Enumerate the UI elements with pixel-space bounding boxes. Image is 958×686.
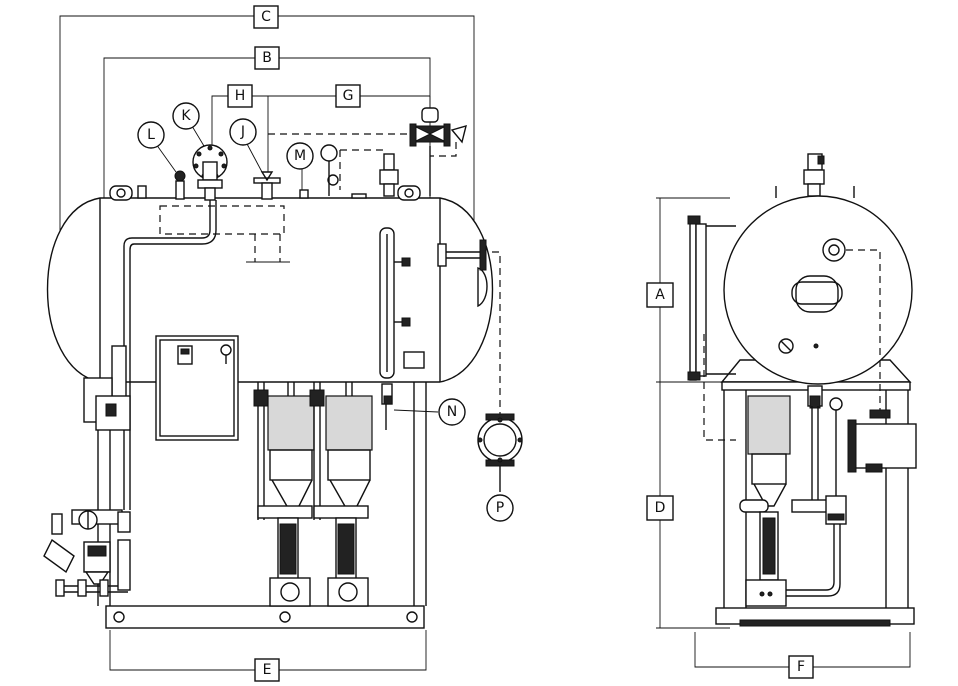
callout-label-l: L bbox=[147, 127, 155, 143]
dimension-label-h: H bbox=[235, 88, 246, 104]
valve-l bbox=[174, 170, 186, 200]
front-view: C B H G bbox=[43, 5, 523, 682]
support-frame bbox=[97, 382, 427, 629]
dimension-label-d: D bbox=[655, 500, 666, 516]
callout-p: P bbox=[486, 494, 514, 522]
dimension-g: G bbox=[268, 84, 431, 115]
side-discharge-piping bbox=[791, 385, 847, 525]
callout-m: M bbox=[286, 142, 314, 190]
dimension-label-c: C bbox=[261, 9, 271, 25]
callout-label-j: J bbox=[240, 124, 245, 140]
dimension-label-g: G bbox=[343, 88, 354, 104]
makeup-water-piping bbox=[43, 345, 131, 597]
dimension-label-f: F bbox=[797, 659, 805, 675]
feed-pump-2 bbox=[309, 382, 373, 607]
side-overflow-tee bbox=[847, 409, 917, 473]
side-relief-valve bbox=[775, 153, 855, 198]
feed-pump-1 bbox=[253, 382, 315, 607]
callout-label-m: M bbox=[294, 148, 306, 164]
callout-label-p: P bbox=[496, 500, 504, 516]
callout-k: K bbox=[172, 102, 205, 147]
side-view: A D F bbox=[646, 153, 917, 679]
callout-j: J bbox=[229, 118, 263, 173]
callout-label-k: K bbox=[181, 108, 191, 124]
dimension-f: F bbox=[694, 632, 911, 679]
dimension-d: D bbox=[646, 382, 730, 629]
drain-valve-n bbox=[381, 383, 439, 430]
level-control-valve bbox=[268, 107, 467, 196]
callout-label-n: N bbox=[447, 404, 457, 420]
side-feed-pump bbox=[739, 395, 841, 607]
dimension-c: C bbox=[59, 5, 475, 250]
vent-j bbox=[253, 171, 281, 200]
dimension-label-a: A bbox=[655, 287, 665, 303]
dimension-label-b: B bbox=[262, 50, 272, 66]
side-tank-shell bbox=[723, 195, 913, 414]
dimension-h: H bbox=[211, 84, 269, 172]
steam-inlet-flange bbox=[123, 144, 228, 510]
callout-l: L bbox=[137, 121, 177, 173]
dimension-a: A bbox=[646, 197, 730, 383]
pressure-gauge-assembly bbox=[320, 144, 399, 197]
dimension-label-e: E bbox=[263, 662, 272, 678]
side-gauge-glass bbox=[687, 215, 736, 441]
control-panel bbox=[155, 335, 239, 441]
gauge-glass bbox=[379, 227, 425, 379]
dimension-e: E bbox=[109, 630, 427, 682]
callout-n: N bbox=[438, 398, 466, 426]
overflow-pipe bbox=[437, 239, 523, 492]
